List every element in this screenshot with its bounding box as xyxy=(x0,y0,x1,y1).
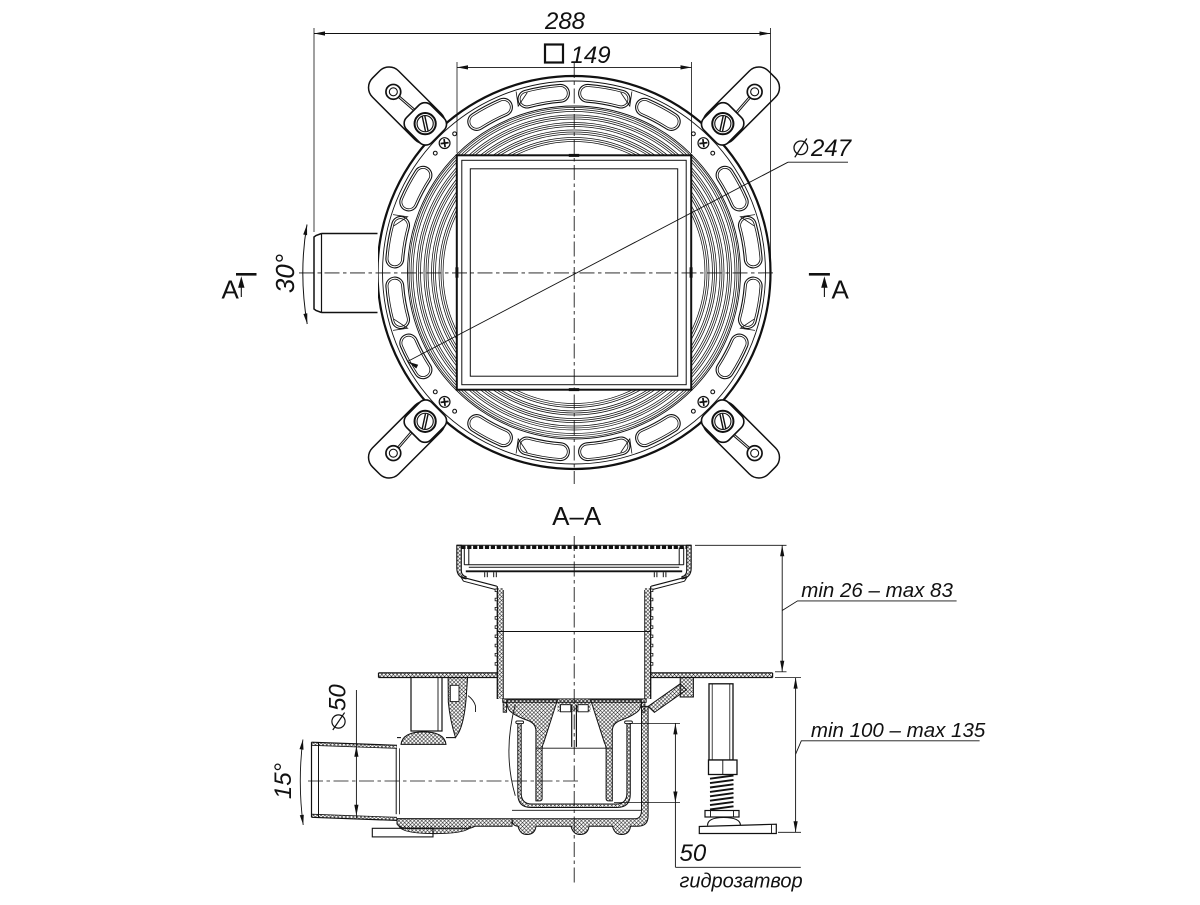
svg-text:149: 149 xyxy=(571,42,611,69)
svg-text:15°: 15° xyxy=(270,762,297,799)
svg-text:A: A xyxy=(222,275,240,305)
svg-text:30°: 30° xyxy=(270,254,300,293)
svg-text:гидрозатвор: гидрозатвор xyxy=(680,871,803,893)
svg-text:min 100 – max 135: min 100 – max 135 xyxy=(811,719,986,742)
svg-text:247: 247 xyxy=(810,135,853,162)
svg-text:A: A xyxy=(832,275,850,305)
svg-text:50: 50 xyxy=(680,840,707,867)
svg-text:A–A: A–A xyxy=(552,501,602,531)
svg-text:50: 50 xyxy=(325,684,352,711)
svg-text:288: 288 xyxy=(544,8,586,35)
svg-text:min 26 – max 83: min 26 – max 83 xyxy=(801,579,953,602)
